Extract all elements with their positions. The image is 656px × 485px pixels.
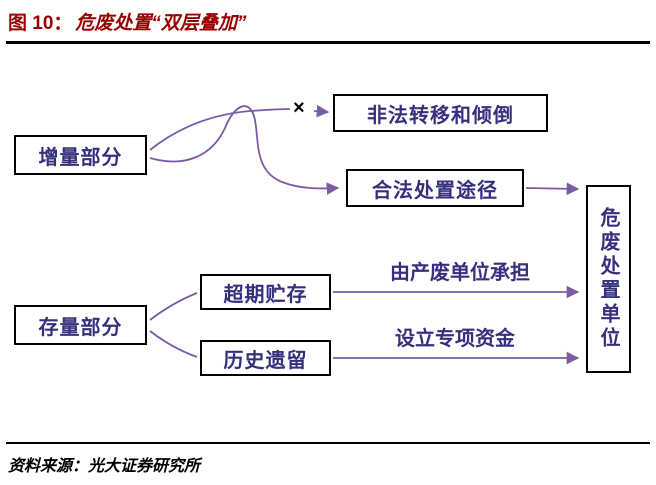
- figure-title-text: 危废处置“双层叠加”: [75, 13, 247, 34]
- figure-title: 图 10：危废处置“双层叠加”: [8, 8, 246, 35]
- node-stock: 存量部分: [14, 305, 147, 345]
- footer-divider: [6, 442, 650, 444]
- source-value: 光大证券研究所: [88, 458, 201, 475]
- source-line: 资料来源：光大证券研究所: [8, 452, 200, 476]
- label-borne-by-producer: 由产废单位承担: [390, 262, 530, 284]
- forbidden-cross-mark: ×: [293, 97, 305, 119]
- edge-incremental-legal-curve: [149, 105, 340, 195]
- node-disposal-unit: 危废处置单位: [586, 185, 631, 373]
- edge-stock-legacy: [149, 330, 198, 358]
- title-divider: [6, 41, 650, 44]
- node-legal-disposal: 合法处置途径: [346, 169, 524, 207]
- node-overdue-storage: 超期贮存: [200, 274, 331, 310]
- edge-illegal-arrow: [313, 104, 330, 118]
- edge-legal-unit-arrow: [525, 182, 580, 196]
- edge-stock-overdue: [149, 292, 198, 321]
- source-label: 资料来源：: [8, 458, 89, 475]
- figure-label: 图 10：: [8, 13, 73, 34]
- node-historical-legacy: 历史遗留: [200, 340, 331, 376]
- node-illegal-transfer: 非法转移和倾倒: [333, 94, 548, 132]
- label-special-fund: 设立专项资金: [395, 328, 515, 350]
- node-incremental: 增量部分: [14, 135, 147, 175]
- edge-incremental-illegal-curve: [149, 108, 291, 151]
